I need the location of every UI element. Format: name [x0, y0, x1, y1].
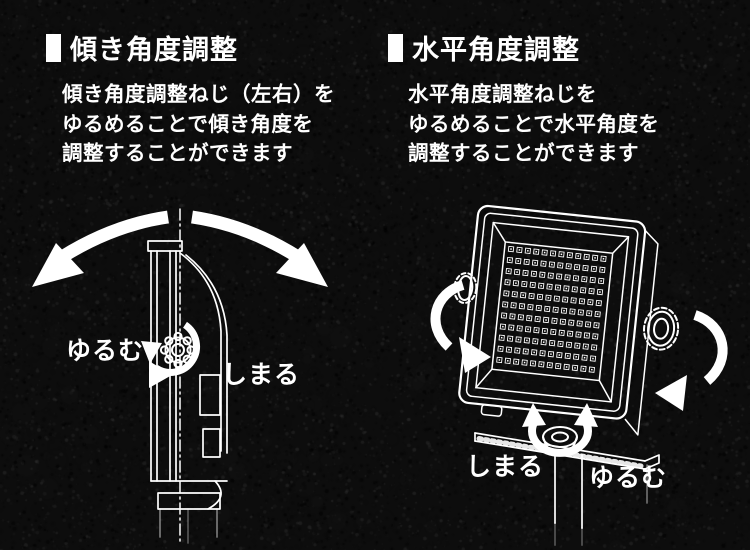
- body-line: 水平角度調整ねじを: [408, 80, 659, 110]
- loosen-label: ゆるむ: [589, 464, 667, 492]
- horizontal-description: 水平角度調整ねじを ゆるめることで水平角度を 調整することができます: [408, 80, 659, 169]
- horizontal-diagram: しまる ゆるむ: [383, 193, 743, 548]
- rotate-arrow-right: [655, 315, 723, 411]
- tilt-heading-text: 傾き角度調整: [70, 28, 238, 67]
- horizontal-section-heading: 水平角度調整: [388, 28, 580, 67]
- floodlight-side-view: [148, 241, 227, 543]
- body-line: ゆるめることで水平角度を: [408, 110, 659, 140]
- body-line: 調整することができます: [408, 139, 659, 169]
- tilt-section-heading: 傾き角度調整: [46, 28, 238, 67]
- loosen-direction-arrowhead: [141, 341, 162, 364]
- tilt-description: 傾き角度調整ねじ（左右）を ゆるめることで傾き角度を 調整することができます: [62, 80, 335, 169]
- heading-square-marker: [46, 34, 61, 62]
- tighten-label: しまる: [466, 453, 544, 481]
- body-line: 調整することができます: [62, 139, 335, 169]
- heading-square-marker: [388, 34, 403, 62]
- body-line: ゆるめることで傾き角度を: [62, 110, 335, 140]
- mounting-pole: [555, 451, 582, 545]
- tilt-arc-arrow-right: [192, 217, 328, 287]
- led-grid: [497, 246, 606, 372]
- body-line: 傾き角度調整ねじ（左右）を: [62, 80, 335, 110]
- tighten-label: しまる: [222, 361, 300, 389]
- loosen-label: ゆるむ: [66, 337, 144, 365]
- tilt-diagram: ゆるむ しまる: [10, 193, 365, 548]
- horizontal-heading-text: 水平角度調整: [412, 28, 580, 67]
- tilt-arc-arrow-left: [32, 217, 168, 287]
- floodlight-front-view: [441, 203, 689, 438]
